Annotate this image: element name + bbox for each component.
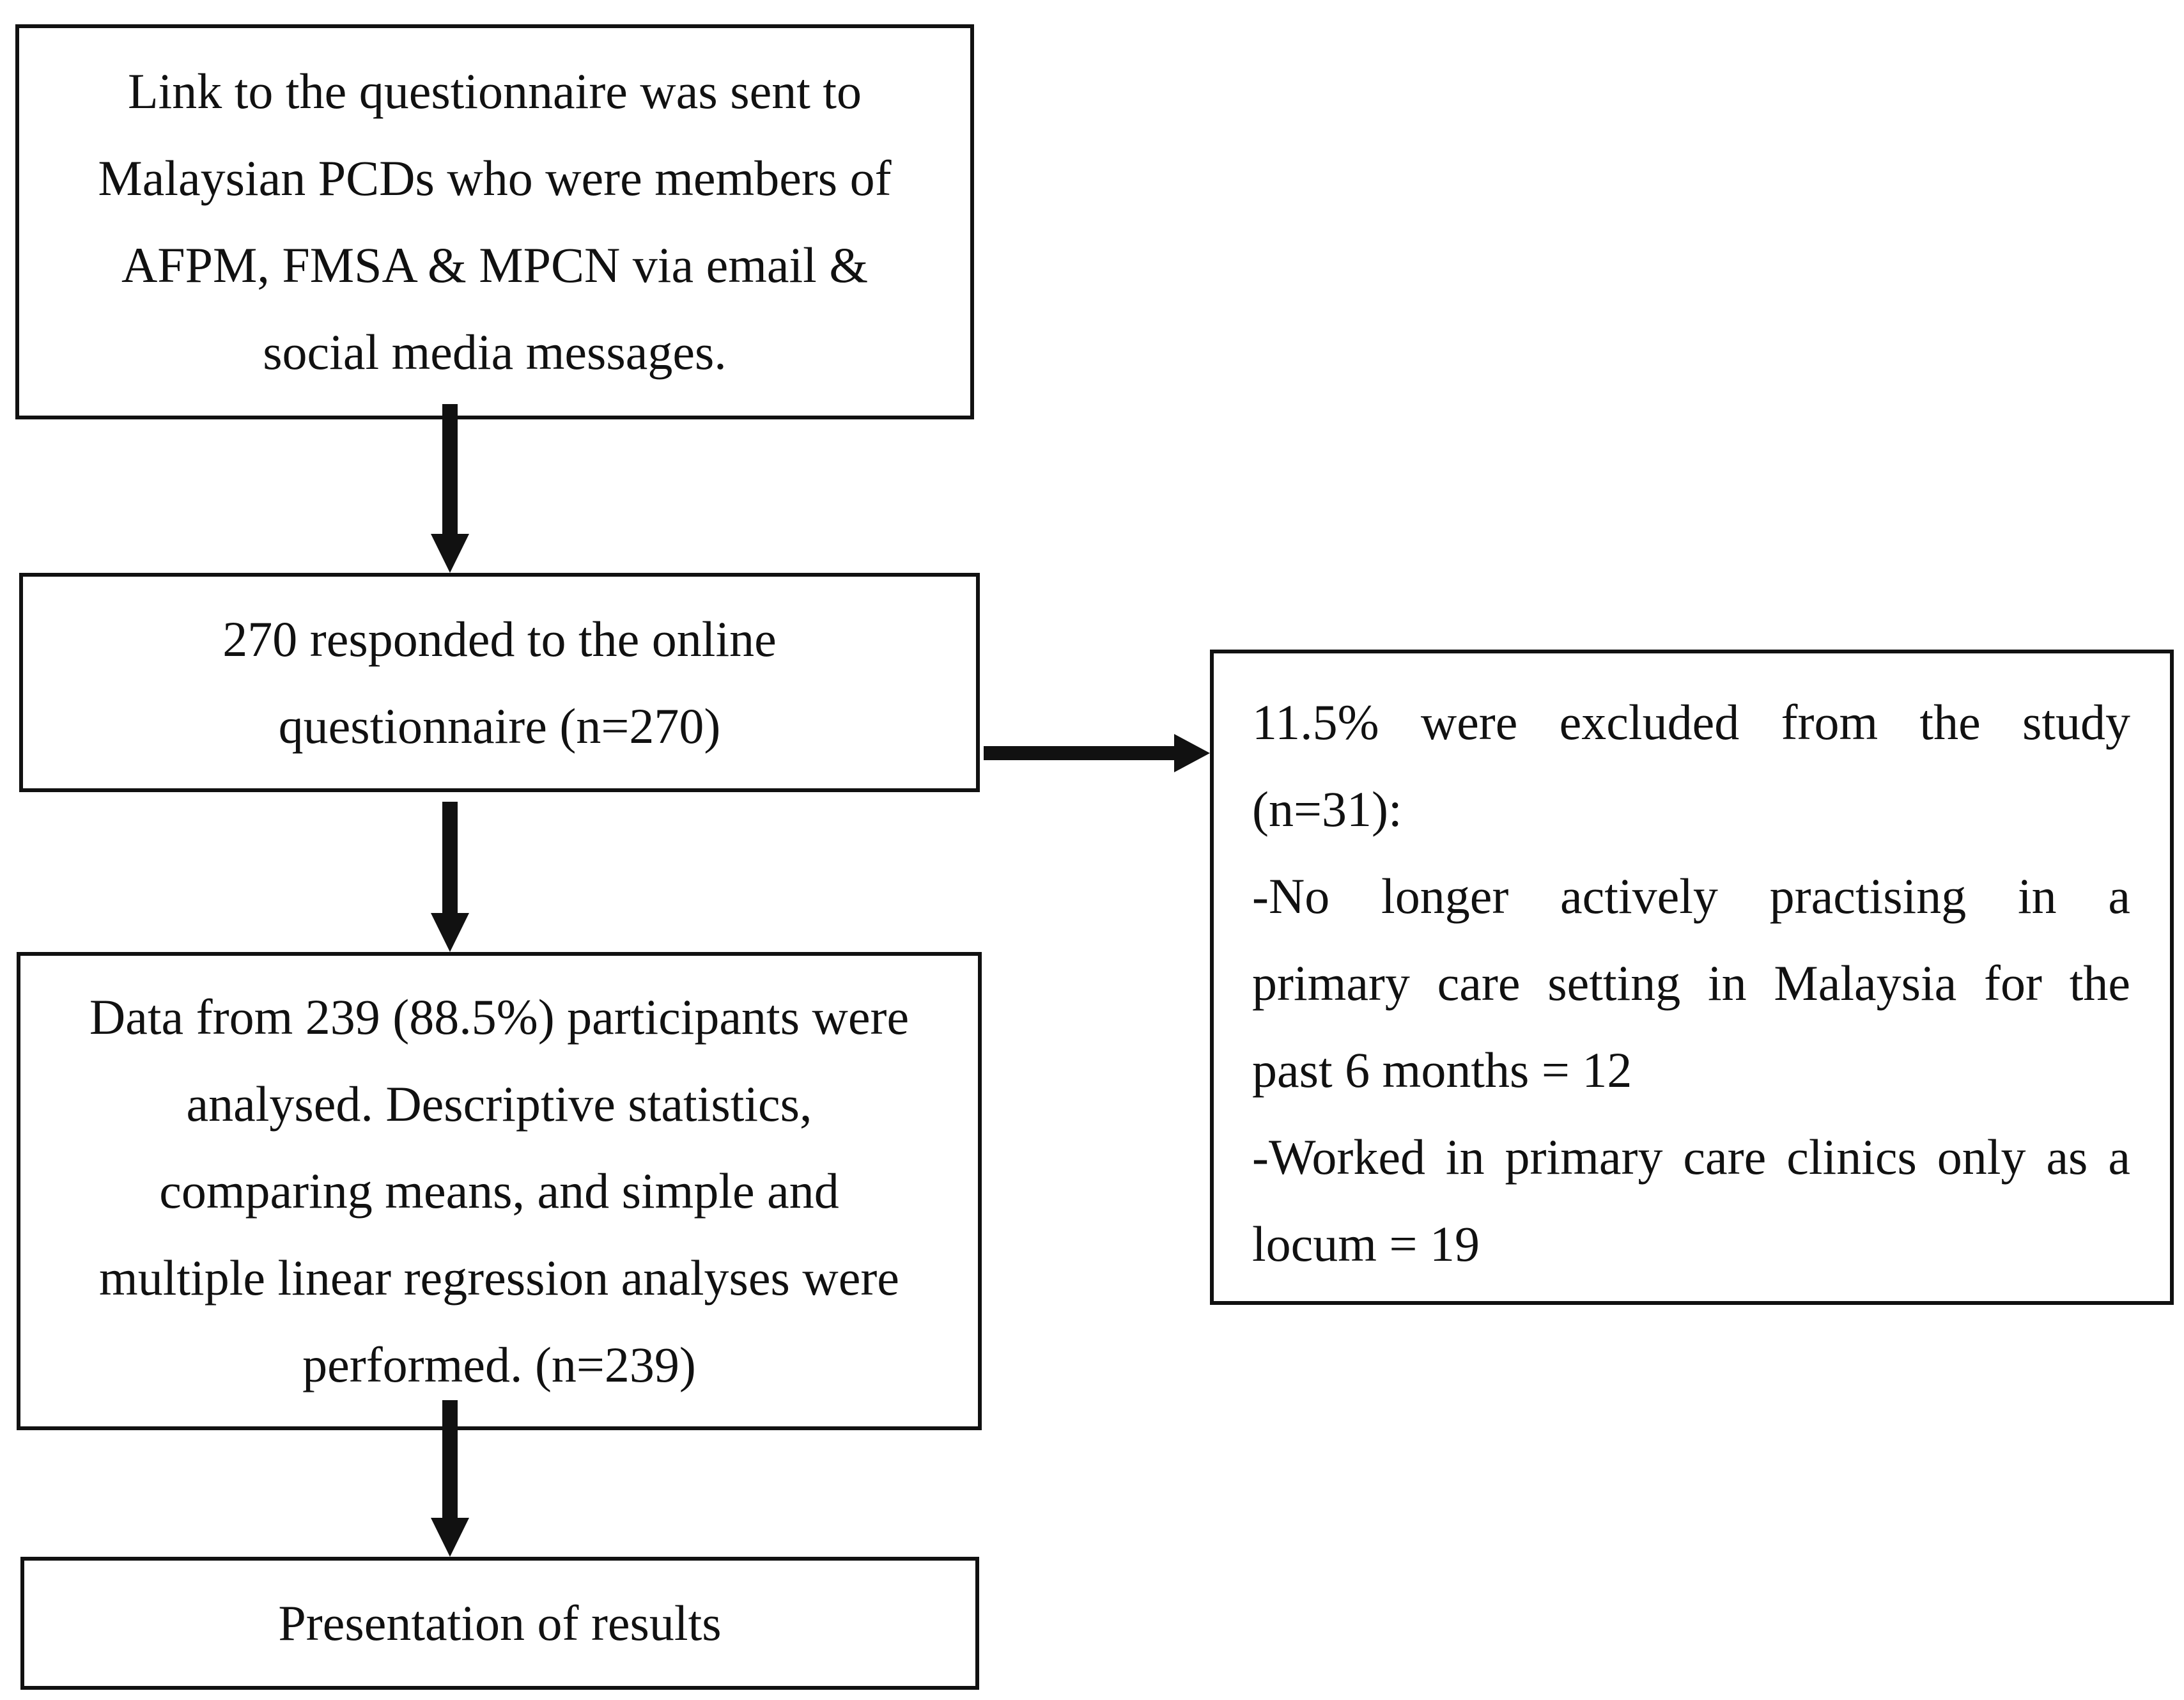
responded-box: 270 responded to the online questionnair… [19, 573, 980, 792]
arrow-link-to-responded [431, 404, 469, 573]
analysed-box-line-1: Data from 239 (88.5%) participants were [89, 989, 910, 1045]
arrow-responded-to-analysed [431, 802, 469, 952]
analysed-box-line-2: analysed. Descriptive statistics, [186, 1076, 812, 1132]
analysed-box: Data from 239 (88.5%) participants were … [17, 952, 982, 1430]
excluded-box-line-6: -Worked in primary care clinics only as … [1252, 1129, 2130, 1185]
questionnaire-link-box: Link to the questionnaire was sent to Ma… [15, 24, 974, 419]
results-box-label: Presentation of results [278, 1595, 722, 1651]
analysed-box-line-3: comparing means, and simple and [159, 1163, 839, 1219]
analysed-box-line-4: multiple linear regression analyses were [99, 1250, 899, 1306]
excluded-box-line-4: primary care setting in Malaysia for the [1252, 955, 2130, 1011]
results-box: Presentation of results [20, 1557, 979, 1690]
analysed-box-line-5: performed. (n=239) [302, 1337, 696, 1392]
excluded-box-line-2: (n=31): [1252, 781, 1402, 837]
link-box-line-2: Malaysian PCDs who were members of [98, 150, 892, 206]
responded-box-line-2: questionnaire (n=270) [278, 698, 721, 754]
link-box-line-3: AFPM, FMSA & MPCN via email & [121, 237, 869, 293]
link-box-line-4: social media messages. [263, 324, 727, 380]
arrow-analysed-to-results [431, 1400, 469, 1557]
excluded-box-line-7: locum = 19 [1252, 1216, 1480, 1272]
excluded-box-line-1: 11.5% were excluded from the study [1252, 694, 2130, 750]
excluded-box-line-3: -No longer actively practising in a [1252, 868, 2130, 924]
excluded-box: 11.5% were excluded from the study (n=31… [1210, 650, 2174, 1305]
link-box-line-1: Link to the questionnaire was sent to [127, 63, 862, 119]
responded-box-line-1: 270 responded to the online [222, 611, 777, 667]
excluded-box-line-5: past 6 months = 12 [1252, 1042, 1632, 1098]
arrow-responded-to-excluded [984, 734, 1210, 772]
